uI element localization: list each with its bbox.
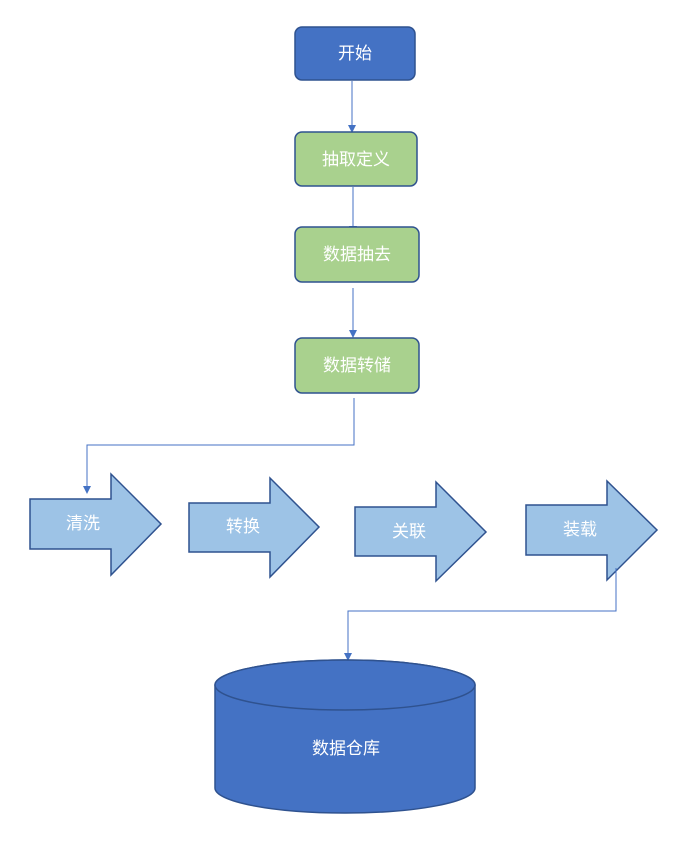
data-extract-label: 数据抽去 (323, 245, 391, 265)
associate-step-arrow[interactable]: 关联 (354, 480, 488, 583)
start-label: 开始 (338, 44, 372, 64)
start-node[interactable]: 开始 (294, 26, 416, 81)
transform-step-arrow[interactable]: 转换 (188, 476, 321, 579)
associate-label: 关联 (392, 522, 426, 542)
load-label: 装载 (563, 520, 597, 540)
data-store-node[interactable]: 数据转储 (294, 337, 420, 394)
data-store-label: 数据转储 (323, 356, 391, 376)
data-warehouse-cylinder[interactable]: 数据仓库 (214, 659, 476, 814)
extract-define-node[interactable]: 抽取定义 (294, 131, 418, 187)
data-extract-node[interactable]: 数据抽去 (294, 226, 420, 283)
clean-label: 清洗 (66, 514, 100, 534)
data-warehouse-label: 数据仓库 (312, 739, 380, 759)
connector-store-to-clean (83, 398, 355, 494)
transform-label: 转换 (226, 517, 260, 537)
extract-define-label: 抽取定义 (322, 150, 390, 170)
clean-step-arrow[interactable]: 清洗 (29, 472, 163, 577)
connector-load-to-warehouse (344, 568, 617, 661)
load-step-arrow[interactable]: 装载 (525, 479, 659, 582)
